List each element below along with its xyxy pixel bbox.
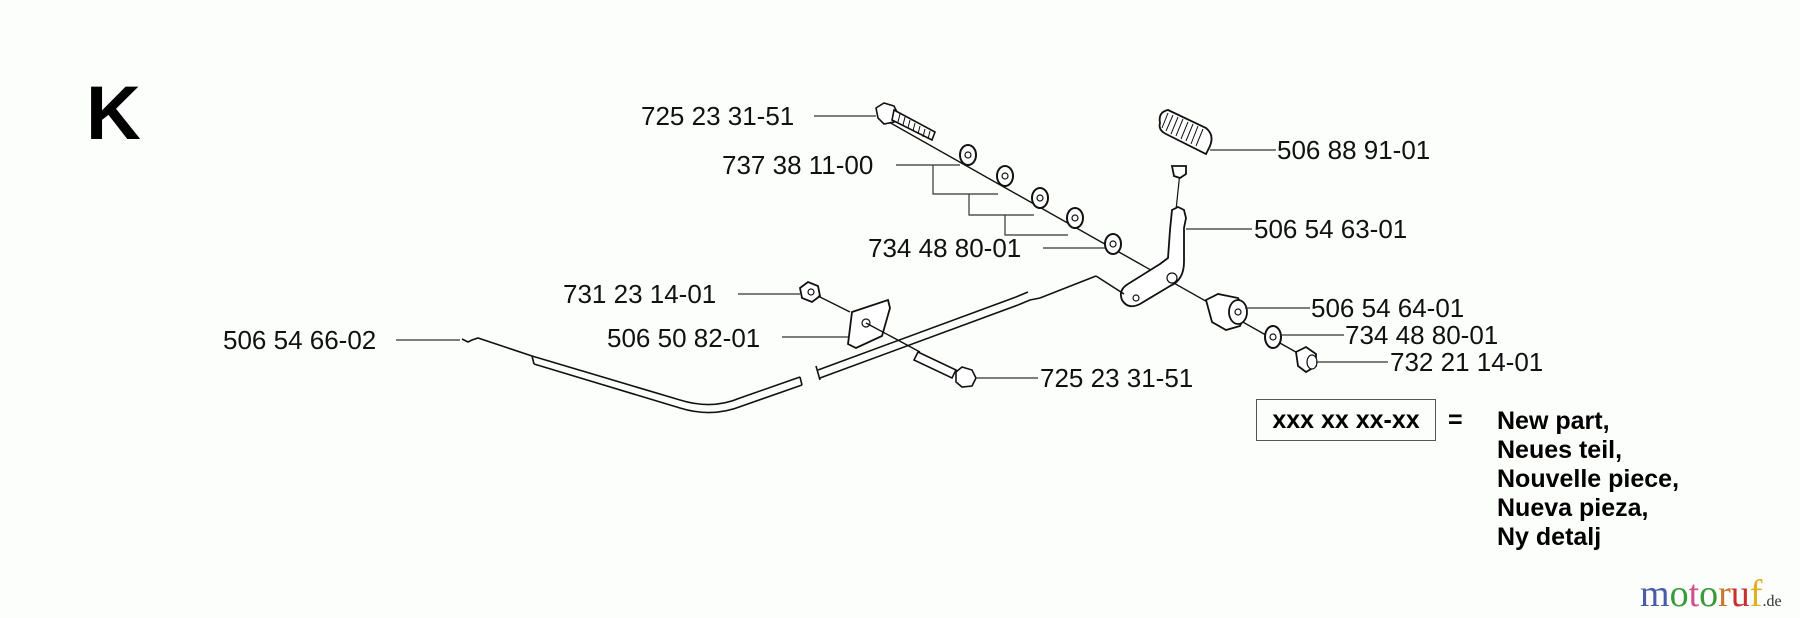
legend-line: New part,: [1497, 407, 1610, 435]
washer-icon: [1264, 325, 1282, 349]
nut-icon: [799, 280, 821, 304]
logo-letter: o: [1699, 573, 1719, 615]
part-label: 506 54 64-01: [1311, 293, 1464, 323]
part-label: 734 48 80-01: [868, 233, 1021, 263]
legend-line: Nueva pieza,: [1497, 494, 1649, 522]
part-label: 734 48 80-01: [1345, 320, 1498, 350]
legend-line: Ny detalj: [1497, 523, 1602, 551]
part-label: 725 23 31-51: [641, 101, 794, 131]
section-letter: K: [86, 71, 141, 156]
logo-letter: u: [1730, 573, 1750, 615]
bolt-icon: [875, 102, 936, 142]
bolt-icon: [912, 350, 977, 388]
legend-text: New part, Neues teil, Nouvelle piece, Nu…: [1497, 407, 1679, 552]
part-label: 506 54 63-01: [1254, 214, 1407, 244]
part-label: 506 54 66-02: [223, 325, 376, 355]
logo-suffix: .de: [1762, 593, 1782, 610]
new-part-legend-box: xxx xx xx-xx: [1256, 399, 1436, 441]
part-label: 725 23 31-51: [1040, 363, 1193, 393]
knob-icon: [1158, 109, 1213, 179]
legend-line: Nouvelle piece,: [1497, 465, 1680, 493]
logo-letter: m: [1640, 573, 1670, 615]
part-label: 732 21 14-01: [1390, 347, 1543, 377]
logo-letter: t: [1688, 573, 1700, 615]
part-label: 506 50 82-01: [607, 323, 760, 353]
nut-icon: [1295, 345, 1318, 374]
logo-letter: o: [1669, 573, 1689, 615]
part-label: 737 38 11-00: [722, 150, 873, 180]
motoruf-logo: motoruf.de: [1640, 572, 1782, 616]
logo-letter: f: [1749, 573, 1763, 615]
lever-icon: [1119, 205, 1187, 308]
logo-letter: r: [1718, 573, 1731, 615]
washer-icon: [959, 144, 1122, 255]
legend-equals: =: [1448, 406, 1463, 434]
legend-line: Neues teil,: [1497, 436, 1623, 464]
cable-icon: [461, 275, 1125, 414]
part-label: 506 88 91-01: [1277, 135, 1430, 165]
part-label: 731 23 14-01: [563, 279, 716, 309]
spacer-icon: [1204, 293, 1248, 331]
